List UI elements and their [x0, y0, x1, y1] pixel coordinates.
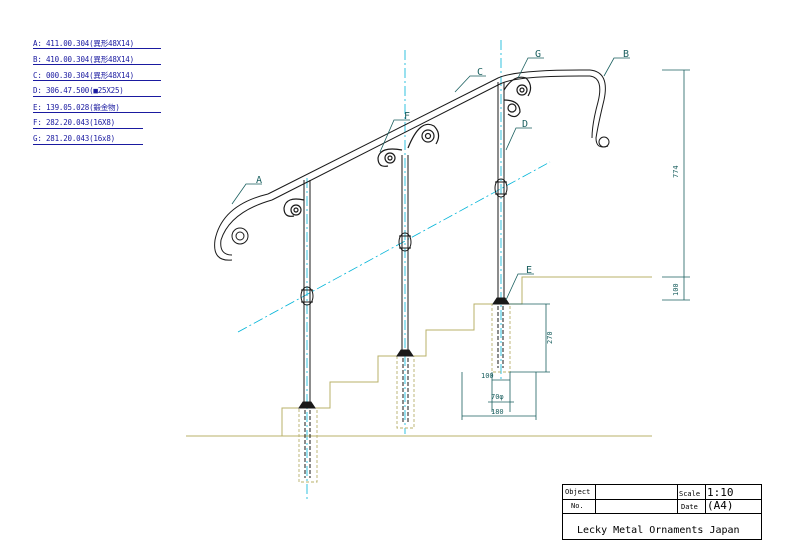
callout-G: G — [535, 49, 541, 60]
stairs-profile — [186, 276, 652, 437]
dim-270: 270 — [546, 331, 554, 344]
posts — [298, 82, 510, 409]
legend-item-G: G: 281.20.043(16x8) — [33, 134, 115, 143]
post-embeds — [304, 306, 504, 478]
dim-70: 70φ — [491, 393, 504, 401]
post-3 — [492, 82, 510, 305]
scroll-G — [503, 76, 532, 118]
handrail-B — [589, 69, 609, 148]
dimension-lines — [461, 69, 690, 420]
dim-100: 100 — [481, 372, 494, 380]
stair-steps — [281, 276, 652, 436]
footings — [298, 303, 511, 483]
handrail-C — [267, 69, 590, 195]
callout-C: C — [477, 67, 483, 78]
callout-B: B — [623, 49, 629, 60]
callout-A: A — [256, 175, 262, 186]
date-label: Date — [681, 503, 698, 511]
scale-label: Scale — [679, 490, 701, 498]
object-label: Object — [565, 488, 591, 496]
callout-E: E — [526, 265, 532, 276]
handrail-A — [214, 193, 269, 261]
handrail — [214, 69, 610, 261]
legend-item-B: B: 410.00.304(異形48X14) — [33, 55, 134, 64]
legend-item-F: F: 282.20.043(16X8) — [33, 118, 115, 127]
scale-value: 1:10 (A4) — [707, 486, 734, 512]
scrolls — [283, 76, 532, 217]
dimension-labels: 774 100 270 100 70φ 180 — [481, 165, 680, 416]
legend-item-A: A: 411.00.304(異形48X14) — [33, 39, 134, 48]
callout-F: F — [404, 111, 410, 122]
centerlines — [237, 40, 551, 500]
post-2 — [396, 155, 414, 357]
footing-post-1 — [298, 407, 318, 483]
callout-leaders — [231, 57, 630, 301]
legend-item-D: D: 306.47.500(■25X25) — [33, 86, 124, 95]
post-1 — [298, 180, 316, 409]
dim-100-vertical: 100 — [672, 283, 680, 296]
scroll-post-1 — [283, 198, 305, 217]
dim-774: 774 — [672, 165, 680, 178]
company-name: Lecky Metal Ornaments Japan — [577, 525, 740, 536]
scroll-F — [377, 123, 440, 167]
no-label: No. — [571, 502, 584, 510]
callout-D: D — [522, 119, 528, 130]
title-block: Object No. Scale Date 1:10 (A4) Lecky Me… — [562, 484, 762, 540]
dim-180: 180 — [491, 408, 504, 416]
callout-labels: A C B F G D E — [256, 49, 629, 276]
footing-post-2 — [396, 355, 415, 429]
legend-item-C: C: 000.30.304(異形48X14) — [33, 71, 134, 80]
footing-post-3 — [491, 303, 511, 373]
legend-item-E: E: 139.05.028(鍛金物) — [33, 103, 120, 112]
